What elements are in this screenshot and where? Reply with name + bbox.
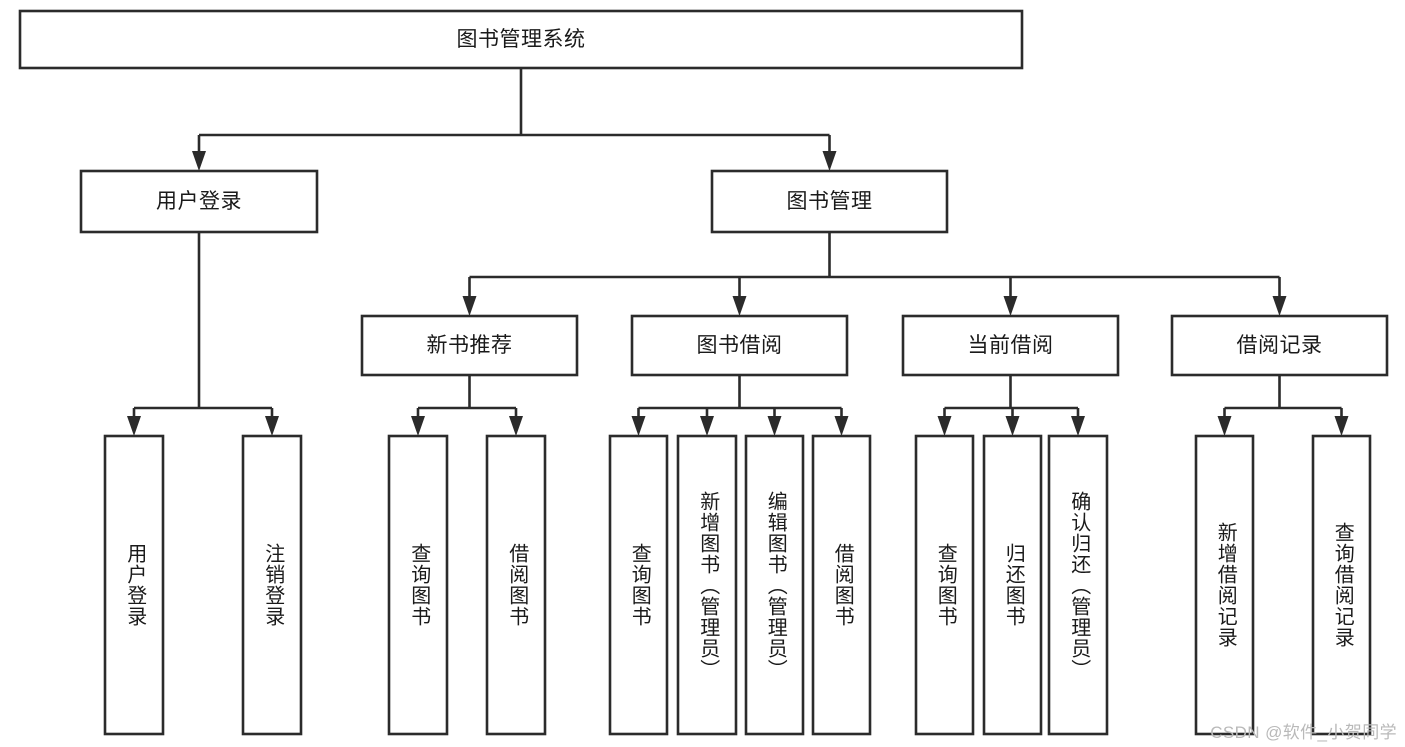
arrow-down-icon-borrow-record-1	[1334, 416, 1349, 436]
arrow-down-icon-level2-0	[192, 151, 206, 171]
node-current-borrow[interactable]	[901, 314, 1120, 377]
node-leaf-user-login[interactable]	[103, 434, 165, 736]
arrow-down-icon-book-borrow-2	[767, 416, 782, 436]
arrow-down-icon-current-borrow-0	[937, 416, 952, 436]
arrow-down-icon-level2-1	[822, 151, 837, 171]
node-leaf-add-book[interactable]	[676, 434, 738, 736]
arrow-down-icon-user-login-1	[265, 416, 279, 436]
connector-layer	[127, 68, 1349, 436]
node-leaf-logout[interactable]	[241, 434, 303, 736]
arrow-down-icon-book-borrow-0	[631, 416, 646, 436]
node-leaf-query-book-current[interactable]	[914, 434, 975, 736]
node-leaf-edit-book[interactable]	[744, 434, 805, 736]
node-borrow-record[interactable]	[1170, 314, 1389, 377]
node-leaf-query-book-borrow[interactable]	[608, 434, 669, 736]
arrow-down-icon-level3-3	[1272, 296, 1287, 316]
arrow-down-icon-current-borrow-2	[1071, 416, 1085, 436]
arrow-down-icon-book-borrow-3	[834, 416, 849, 436]
node-leaf-borrow-book[interactable]	[811, 434, 872, 736]
node-book-borrow[interactable]	[630, 314, 849, 377]
node-new-book-recommend[interactable]	[360, 314, 579, 377]
node-leaf-borrow-book-recommend[interactable]	[485, 434, 547, 736]
arrow-down-icon-new-book-recommend-0	[411, 416, 425, 436]
box-layer	[18, 9, 1389, 736]
node-leaf-query-borrow-record[interactable]	[1311, 434, 1372, 736]
node-book-management[interactable]	[710, 169, 949, 234]
arrow-down-icon-new-book-recommend-1	[509, 416, 523, 436]
arrow-down-icon-level3-2	[1003, 296, 1018, 316]
arrow-down-icon-level3-0	[462, 296, 477, 316]
arrow-down-icon-current-borrow-1	[1005, 416, 1020, 436]
arrow-down-icon-level3-1	[732, 296, 747, 316]
node-leaf-return-book[interactable]	[982, 434, 1043, 736]
arrow-down-icon-user-login-0	[127, 416, 141, 436]
node-leaf-confirm-return[interactable]	[1047, 434, 1109, 736]
node-leaf-add-borrow-record[interactable]	[1194, 434, 1255, 736]
node-leaf-query-book-recommend[interactable]	[387, 434, 449, 736]
arrow-down-icon-borrow-record-0	[1217, 416, 1232, 436]
node-root[interactable]	[18, 9, 1024, 70]
arrow-down-icon-book-borrow-1	[700, 416, 714, 436]
node-user-login[interactable]	[79, 169, 319, 234]
